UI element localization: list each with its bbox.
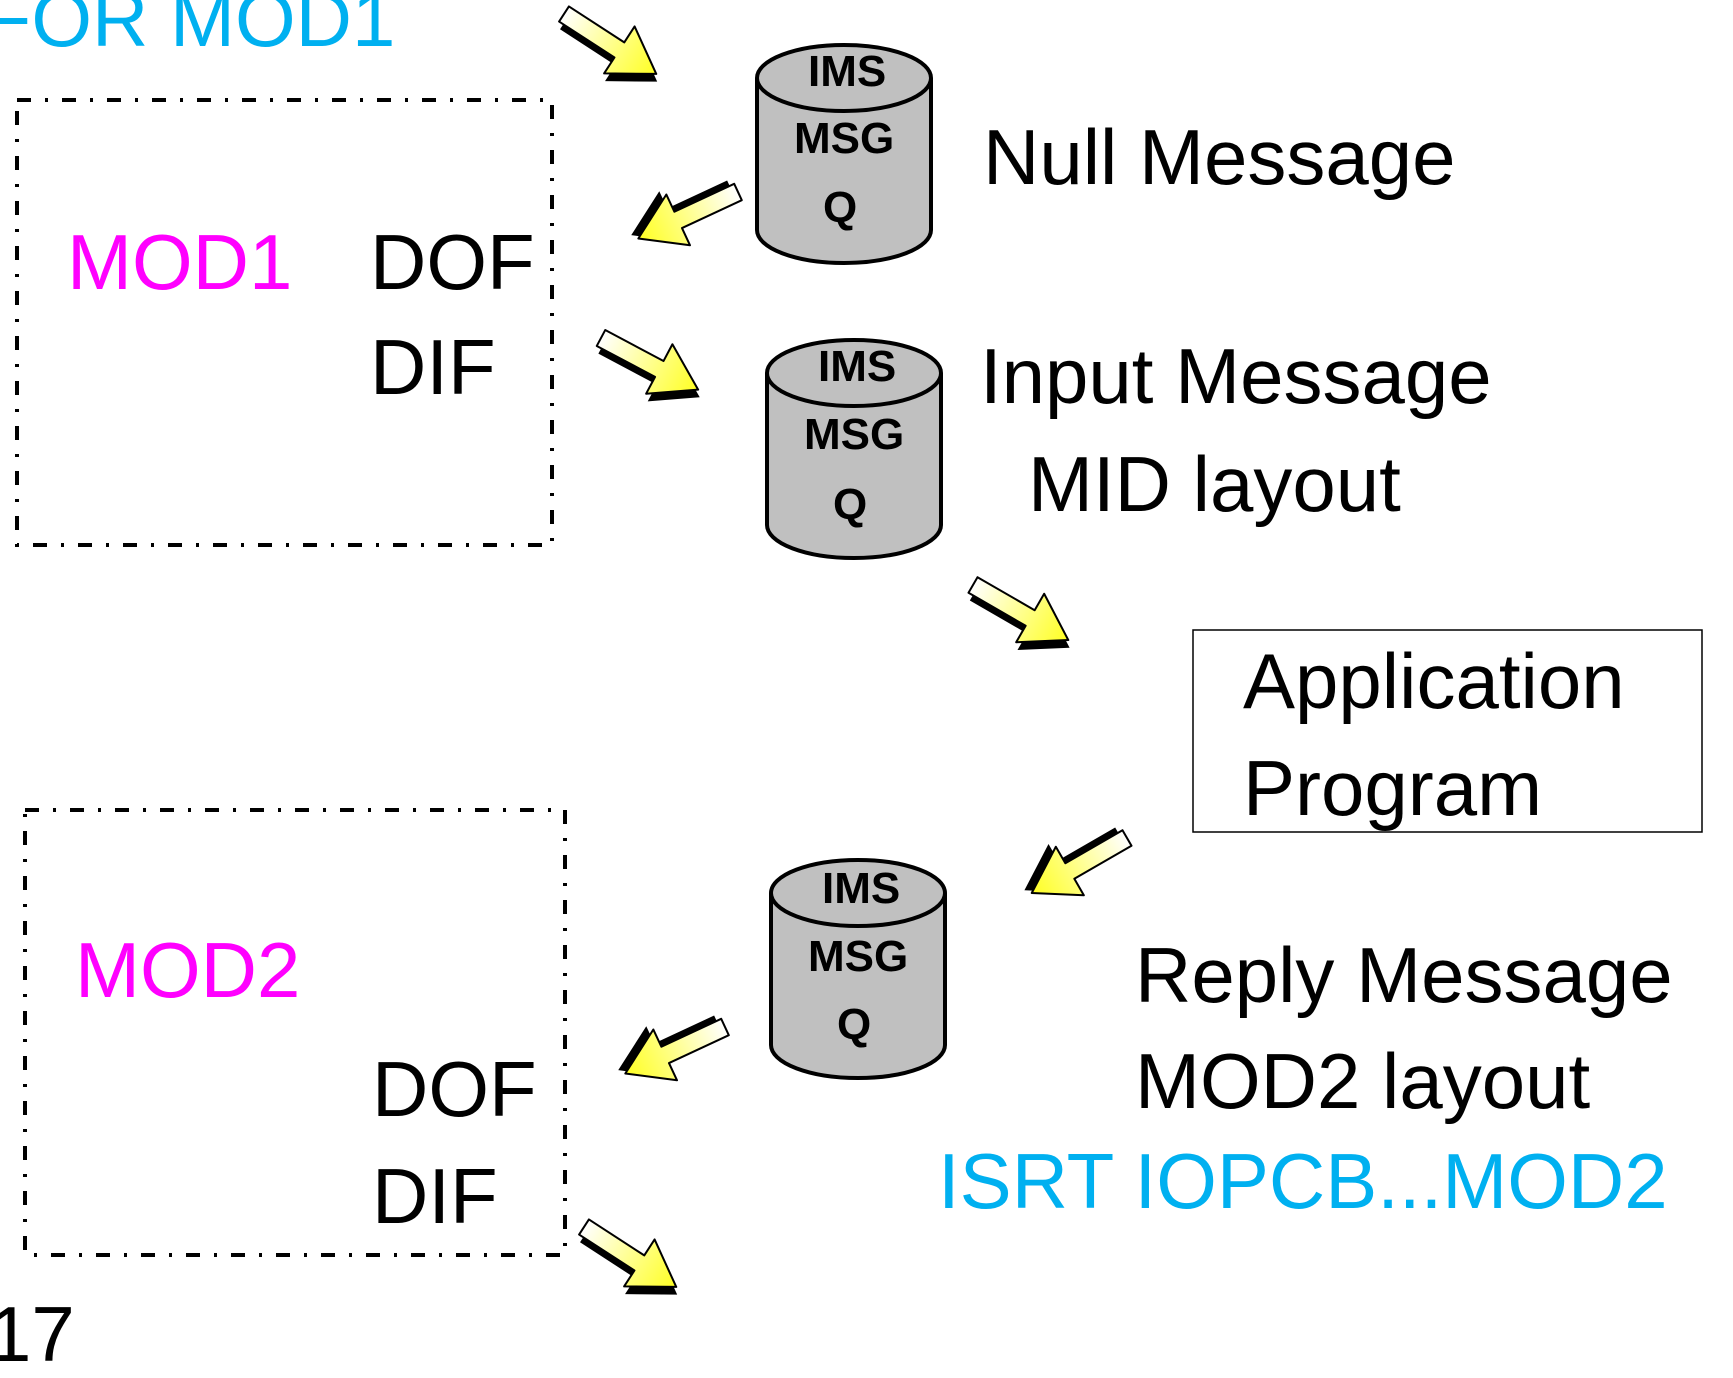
isrt-call-label: ISRT IOPCB...MOD2 — [938, 1137, 1668, 1225]
queue3-label-msg: MSG — [808, 932, 909, 981]
input-message-label: Input Message — [980, 332, 1492, 420]
application-label-line1: Application — [1243, 637, 1625, 725]
queue2-label-q: Q — [833, 480, 868, 529]
mod2-layout-label: MOD2 layout — [1135, 1037, 1591, 1125]
application-label-line2: Program — [1243, 744, 1543, 832]
queue3-label-ims: IMS — [822, 864, 901, 913]
command-text: /FOR MOD1 — [0, 0, 396, 63]
arrow-queue3-to-mod2 — [605, 995, 738, 1102]
queue1-label-q: Q — [823, 183, 858, 232]
null-message-label: Null Message — [983, 113, 1456, 201]
arrow-application-to-queue3 — [1009, 807, 1142, 921]
dof-label-1: DOF — [370, 218, 535, 306]
application-program-box — [1192, 629, 1703, 833]
message-queue-2 — [765, 338, 943, 560]
arrow-dif2-out — [564, 1202, 697, 1312]
reply-message-label: Reply Message — [1135, 931, 1673, 1019]
queue3-label-q: Q — [837, 1000, 872, 1049]
message-queue-1 — [755, 43, 933, 265]
dif-label-2: DIF — [372, 1152, 498, 1240]
arrow-queue1-to-mod1 — [618, 160, 751, 267]
queue1-label-ims: IMS — [808, 47, 887, 96]
message-queue-3 — [769, 858, 947, 1080]
dof-label-2: DOF — [372, 1045, 537, 1133]
arrow-queue2-to-application — [955, 559, 1088, 673]
queue2-label-ims: IMS — [818, 342, 897, 391]
queue1-label-msg: MSG — [794, 114, 895, 163]
arrow-dif1-to-queue2 — [584, 312, 717, 424]
corner-fragment: 17 — [0, 1290, 75, 1378]
format-name-mod2: MOD2 — [75, 926, 301, 1014]
dif-label-1: DIF — [370, 323, 496, 411]
format-name-mod1: MOD1 — [67, 218, 293, 306]
mfs-flow-diagram — [15, 0, 1703, 1312]
mid-layout-label: MID layout — [1028, 440, 1401, 528]
arrow-command-to-queue1 — [544, 0, 677, 107]
queue2-label-msg: MSG — [804, 410, 905, 459]
format-box-mod2 — [23, 808, 567, 1257]
